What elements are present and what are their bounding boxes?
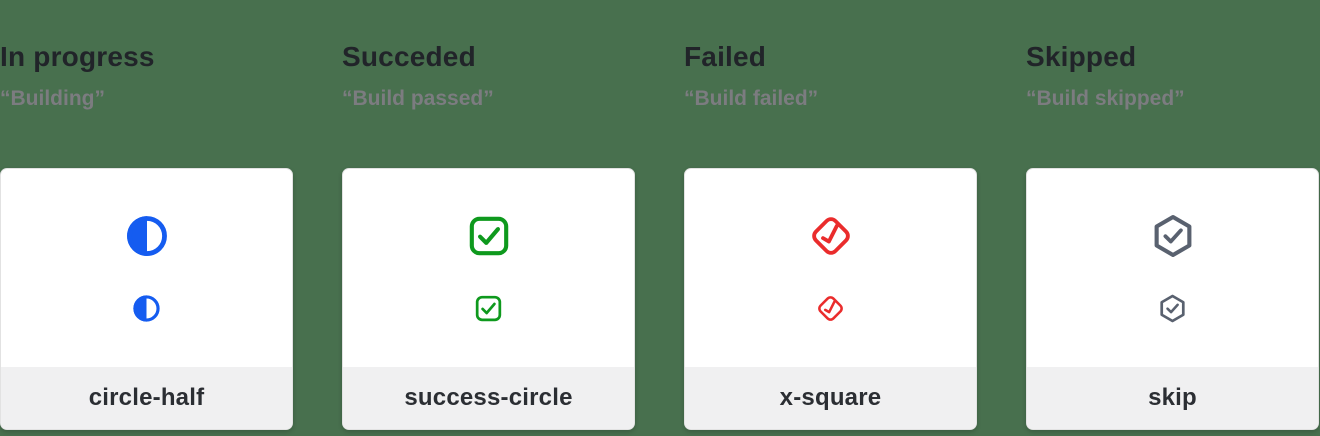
icon-card: circle-half <box>0 168 293 430</box>
icon-preview-area <box>685 169 976 367</box>
check-diamond-icon <box>809 214 853 258</box>
hexagon-check-icon <box>1151 214 1195 258</box>
icon-preview-area <box>1027 169 1318 367</box>
icon-name-footer: circle-half <box>1 367 292 429</box>
circle-half-icon <box>125 214 169 258</box>
icon-card: x-square <box>684 168 977 430</box>
check-square-icon <box>474 294 503 323</box>
icon-card: success-circle <box>342 168 635 430</box>
status-column-in-progress: In progress “Building” circle-half <box>0 0 293 430</box>
icon-name-footer: skip <box>1027 367 1318 429</box>
icon-name-footer: x-square <box>685 367 976 429</box>
icon-name-label: success-circle <box>404 384 573 411</box>
circle-half-icon <box>132 294 161 323</box>
status-message: “Build passed” <box>342 87 494 110</box>
icon-preview-area <box>1 169 292 367</box>
status-column-failed: Failed “Build failed” x-square <box>684 0 977 430</box>
status-message: “Building” <box>0 87 105 110</box>
icon-name-label: x-square <box>779 384 882 411</box>
check-square-icon <box>467 214 511 258</box>
status-column-succeded: Succeded “Build passed” success-circle <box>342 0 635 430</box>
check-diamond-icon <box>816 294 845 323</box>
status-column-skipped: Skipped “Build skipped” skip <box>1026 0 1319 430</box>
icon-name-footer: success-circle <box>343 367 634 429</box>
icon-preview-area <box>343 169 634 367</box>
hexagon-check-icon <box>1158 294 1187 323</box>
icon-name-label: skip <box>1148 384 1197 411</box>
icon-name-label: circle-half <box>88 384 205 411</box>
status-title: Skipped <box>1026 41 1137 72</box>
status-title: Succeded <box>342 41 476 72</box>
icon-card: skip <box>1026 168 1319 430</box>
status-message: “Build failed” <box>684 87 819 110</box>
status-title: In progress <box>0 41 155 72</box>
status-title: Failed <box>684 41 767 72</box>
status-message: “Build skipped” <box>1026 87 1185 110</box>
